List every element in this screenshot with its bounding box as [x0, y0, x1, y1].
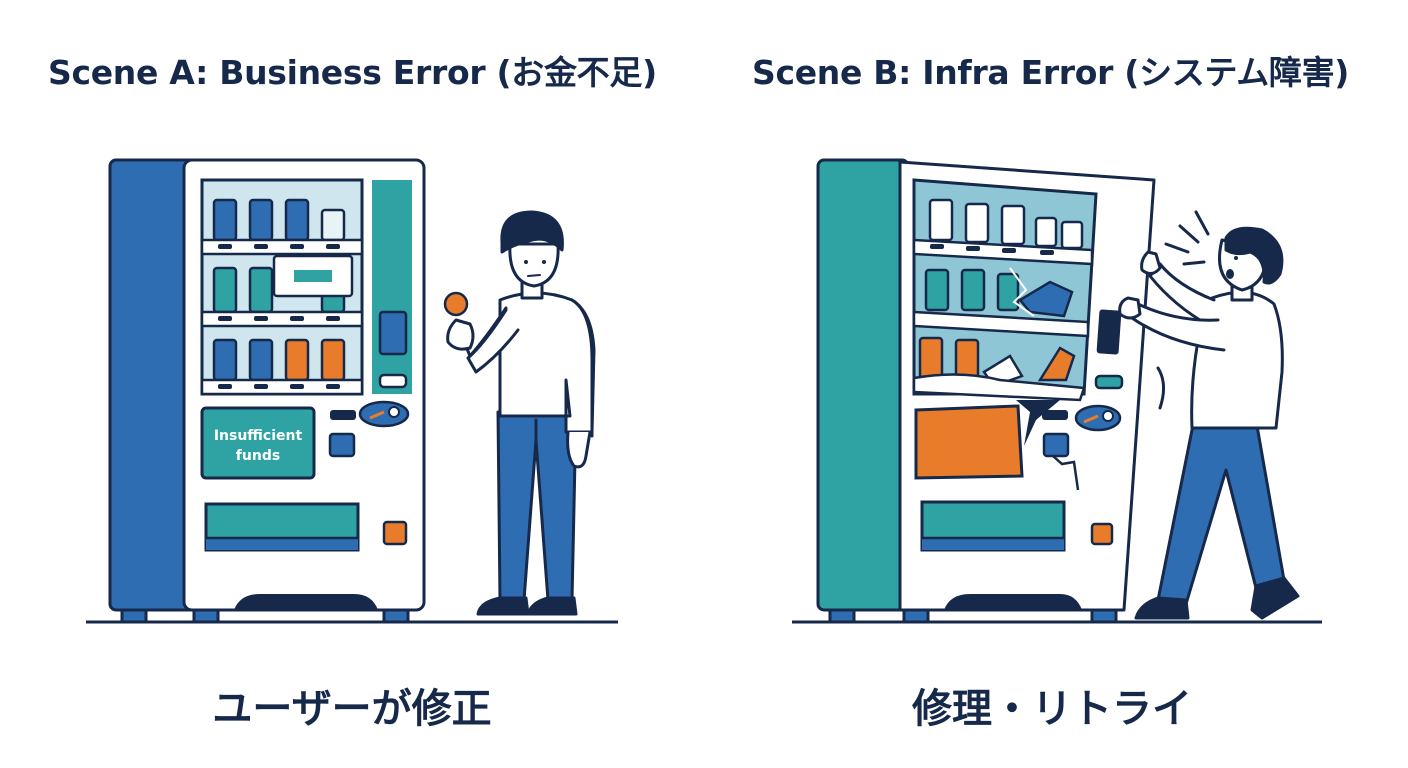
broken-vending-machine-icon — [816, 158, 1156, 624]
scene-a-caption: ユーザーが修正 — [212, 686, 492, 732]
error-display-line2: funds — [236, 448, 280, 464]
error-display — [200, 406, 316, 480]
scene-b-title: Scene B: Infra Error (システム障害) — [752, 53, 1350, 92]
coin-icon — [443, 291, 469, 317]
error-display-line1: Insufficient — [214, 428, 303, 444]
person-shaking-machine-icon — [1118, 210, 1300, 620]
person-with-coin-icon — [446, 210, 596, 616]
scene-a-title: Scene A: Business Error (お金不足) — [48, 53, 657, 92]
scene-b-caption: 修理・リトライ — [912, 686, 1192, 732]
vending-machine-icon: Insufficient funds — [108, 158, 426, 624]
